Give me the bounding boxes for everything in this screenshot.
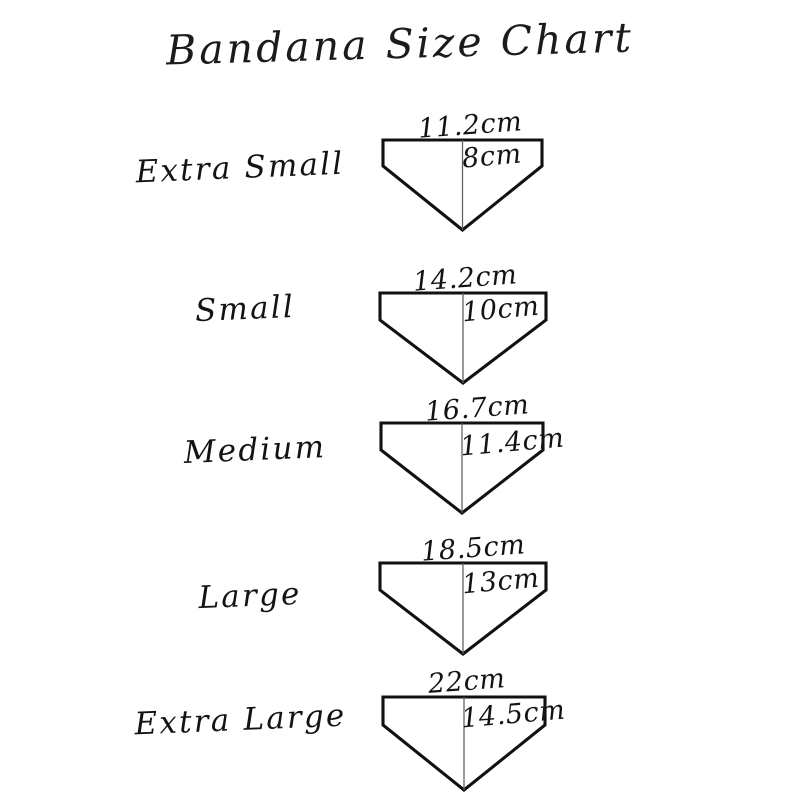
dimension-height-extra-small: 8cm — [460, 138, 523, 175]
bandana-diagram-small — [378, 291, 548, 386]
bandana-shape-extra-large — [381, 695, 547, 792]
size-name-small: Small — [194, 288, 296, 330]
bandana-diagram-extra-small — [381, 138, 544, 233]
bandana-shape-extra-small — [381, 138, 544, 232]
bandana-shape-small — [378, 291, 548, 385]
size-name-large: Large — [197, 575, 303, 617]
bandana-diagram-medium — [379, 421, 545, 516]
size-name-extra-large: Extra Large — [133, 697, 348, 743]
size-name-extra-small: Extra Small — [134, 145, 346, 191]
bandana-diagram-large — [378, 561, 548, 657]
bandana-diagram-extra-large — [381, 695, 547, 793]
bandana-shape-medium — [379, 421, 545, 515]
bandana-shape-large — [378, 561, 548, 656]
dimension-width-extra-large: 22cm — [426, 663, 507, 700]
page-title: Bandana Size Chart — [165, 13, 635, 75]
size-name-medium: Medium — [183, 429, 327, 471]
